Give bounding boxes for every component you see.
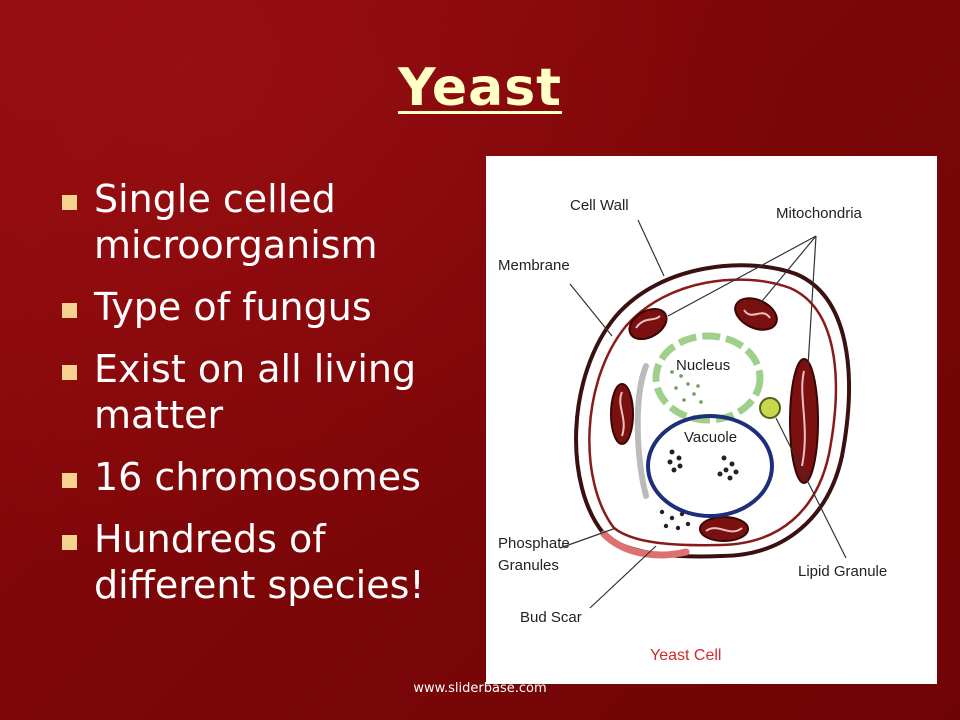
label-lipid-granule: Lipid Granule xyxy=(798,563,887,580)
label-membrane: Membrane xyxy=(498,257,570,274)
yeast-cell-svg: Cell Wall Mitochondria Membrane Nucleus … xyxy=(498,197,887,664)
label-nucleus: Nucleus xyxy=(676,357,730,374)
label-bud-scar: Bud Scar xyxy=(520,609,582,626)
vacuole-granules xyxy=(667,449,739,481)
footer-url: www.sliderbase.com xyxy=(413,681,547,696)
bullet-item: Hundreds of different species! xyxy=(60,516,460,608)
nucleus-granules xyxy=(670,370,703,404)
bullet-item: Single celled microorganism xyxy=(60,176,460,268)
nucleus-shape xyxy=(652,332,764,424)
bullet-item: Exist on all living matter xyxy=(60,346,460,438)
label-vacuole: Vacuole xyxy=(684,429,737,446)
label-granules: Granules xyxy=(498,557,559,574)
bullet-square-icon xyxy=(62,303,77,318)
yeast-cell-diagram: Cell Wall Mitochondria Membrane Nucleus … xyxy=(486,156,937,684)
bullet-square-icon xyxy=(62,473,77,488)
slide-title: Yeast xyxy=(397,58,563,118)
phosphate-granules xyxy=(659,509,691,531)
bullet-list: Single celled microorganism Type of fung… xyxy=(60,176,460,624)
endoplasmic-strand xyxy=(634,363,649,499)
cell-membrane xyxy=(588,278,838,547)
label-phosphate: Phosphate xyxy=(498,535,570,552)
bullet-item: Type of fungus xyxy=(60,284,460,330)
bullet-square-icon xyxy=(62,365,77,380)
label-mitochondria: Mitochondria xyxy=(776,205,863,222)
bullet-text: 16 chromosomes xyxy=(94,455,421,499)
label-pointers xyxy=(559,219,847,609)
bullet-text: Hundreds of different species! xyxy=(94,517,425,607)
bud-scar-shape xyxy=(600,530,690,559)
diagram-caption: Yeast Cell xyxy=(650,647,721,664)
vacuole-shape xyxy=(646,414,774,518)
label-cell-wall: Cell Wall xyxy=(570,197,629,214)
bullet-text: Type of fungus xyxy=(94,285,372,329)
bullet-text: Exist on all living matter xyxy=(94,347,417,437)
bullet-square-icon xyxy=(62,195,77,210)
bullet-text: Single celled microorganism xyxy=(94,177,378,267)
bullet-square-icon xyxy=(62,535,77,550)
bullet-item: 16 chromosomes xyxy=(60,454,460,500)
mitochondrion xyxy=(628,307,668,341)
lipid-granule-shape xyxy=(759,397,781,419)
cell-wall-outline xyxy=(574,263,851,559)
